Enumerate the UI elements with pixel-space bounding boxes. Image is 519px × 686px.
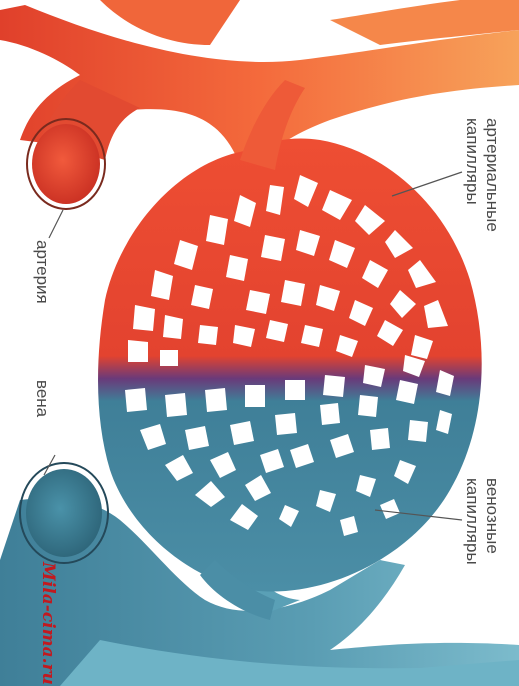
venous-capillaries-label-line2: капилляры <box>463 478 482 565</box>
artery-leader-line <box>49 210 63 238</box>
venous-capillaries-label-line1: венозные <box>483 478 502 554</box>
capillary-bed <box>98 80 482 620</box>
vein-label: вена <box>33 380 52 417</box>
artery-label: артерия <box>33 240 52 304</box>
artery-cross-section <box>27 119 105 209</box>
watermark: Mila-cima.ru <box>38 562 58 685</box>
arterial-capillaries-label-line1: артериальные <box>483 118 502 232</box>
vein-cross-section <box>20 463 108 563</box>
arterial-capillaries-label-line2: капилляры <box>463 118 482 205</box>
